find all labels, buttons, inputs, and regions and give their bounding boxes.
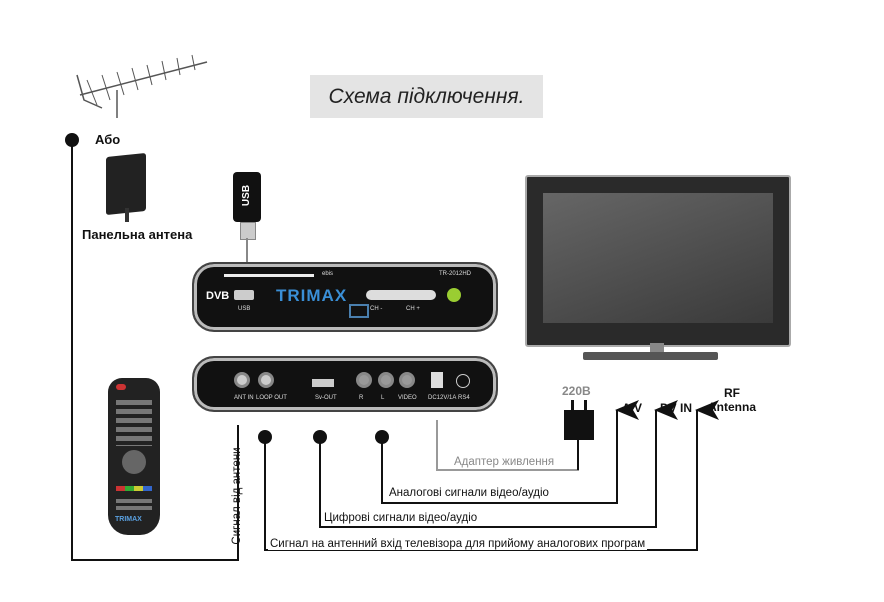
dvb-logo: DVB — [206, 290, 230, 302]
port-label: L — [381, 395, 385, 401]
tv-icon — [525, 175, 791, 347]
front-top-label: ebis — [322, 271, 334, 277]
ch-minus-label: CH - — [370, 306, 383, 312]
dc-port[interactable] — [431, 372, 443, 388]
antenna-signal-label: Сигнал від антени — [231, 447, 243, 545]
power-voltage-label: 220В — [562, 384, 591, 398]
antenna-line — [71, 140, 239, 561]
video-port[interactable] — [399, 372, 415, 388]
remote-control-icon: TRIMAX — [108, 378, 160, 535]
ch-plus-label: CH + — [406, 306, 420, 312]
or-label: Або — [95, 132, 121, 147]
port-label: RS4 — [458, 395, 470, 401]
power-plug-icon — [564, 410, 594, 440]
port-label: R — [359, 395, 364, 401]
brand-logo: TRIMAX — [276, 286, 348, 305]
usb-stick-label: USB — [241, 184, 253, 207]
ground-icon — [456, 374, 470, 388]
analog-line — [381, 400, 639, 504]
ant-in-port[interactable] — [234, 372, 250, 388]
receiver-back-panel: ANT IN LOOP OUT Sv-OUT R L VIDEO DC12V/1… — [192, 356, 498, 412]
usb-port[interactable] — [234, 290, 254, 300]
yagi-antenna-icon — [76, 54, 208, 118]
antenna-dot — [65, 133, 79, 147]
l-port[interactable] — [378, 372, 394, 388]
rf-antenna-label: RF Antenna — [708, 386, 756, 414]
model-label: TR-2012HD — [439, 271, 472, 277]
av-input-label: A/V — [622, 401, 643, 415]
port-label: LOOP OUT — [256, 395, 287, 401]
dv-in-label: DV IN — [660, 401, 693, 415]
power-adapter-label: Адаптер живлення — [452, 456, 557, 468]
analog-signals-label: Аналогові сигнали відео/аудіо — [387, 487, 551, 499]
panel-antenna-label: Панельна антена — [82, 227, 193, 242]
sv-out-port[interactable] — [312, 379, 334, 387]
usb-port-label: USB — [238, 306, 251, 312]
port-label: ANT IN — [234, 395, 254, 401]
panel-antenna-icon — [106, 152, 146, 216]
loop-out-port[interactable] — [258, 372, 274, 388]
r-port[interactable] — [356, 372, 372, 388]
receiver-front-panel: ebis TR-2012HD DVB USB TRIMAX CH - CH + — [192, 262, 498, 332]
tv-stand — [583, 352, 718, 360]
usb-stick-icon: USB — [233, 172, 261, 222]
rf-line — [264, 400, 719, 551]
diagram-title: Схема підключення. — [310, 75, 543, 118]
port-label: Sv-OUT — [315, 395, 337, 401]
digital-line — [319, 400, 678, 528]
port-label: DC12V/1A — [428, 395, 457, 401]
remote-brand: TRIMAX — [115, 516, 142, 523]
digital-signals-label: Цифрові сигнали відео/аудіо — [322, 512, 480, 524]
port-label: VIDEO — [398, 395, 417, 401]
channel-buttons[interactable] — [366, 290, 436, 300]
power-button[interactable] — [447, 288, 461, 302]
rf-signal-label: Сигнал на антенний вхід телевізора для п… — [268, 538, 648, 550]
